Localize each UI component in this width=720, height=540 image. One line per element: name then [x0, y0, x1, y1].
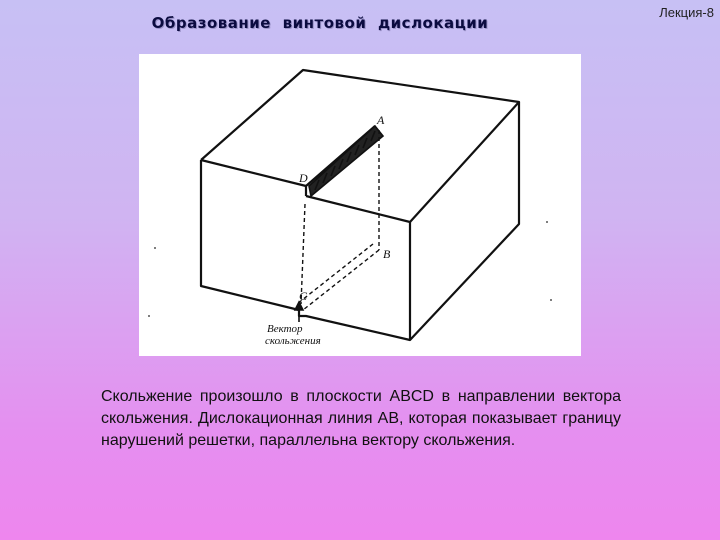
caption-text: Скольжение произошло в плоскости ABCD в … — [101, 388, 621, 449]
dashed-line-bc-2 — [296, 243, 374, 305]
caption: Скольжение произошло в плоскости ABCD в … — [101, 386, 621, 452]
dashed-line-bc — [302, 249, 380, 311]
left-face-outline — [199, 160, 300, 312]
lecture-label: Лекция-8 — [659, 5, 714, 20]
slide-title-text: Образование винтовой дислокации — [151, 14, 489, 32]
slip-vector-arrow — [293, 300, 305, 322]
vector-label-line1: Вектор — [267, 323, 303, 335]
vector-label-line2: скольжения — [265, 335, 321, 347]
screw-dislocation-figure: A D B C Вектор скольжения — [139, 54, 581, 356]
slide-title: Образование винтовой дислокации — [0, 14, 720, 32]
dashed-line-cd — [300, 203, 306, 305]
label-d: D — [298, 171, 308, 185]
label-b: B — [383, 247, 391, 261]
crystal-block-drawing: A D B C Вектор скольжения — [148, 68, 552, 347]
label-c: C — [299, 289, 308, 303]
right-face-outline — [408, 102, 521, 342]
slip-surface-hatch — [308, 124, 385, 198]
label-a: A — [376, 113, 385, 127]
